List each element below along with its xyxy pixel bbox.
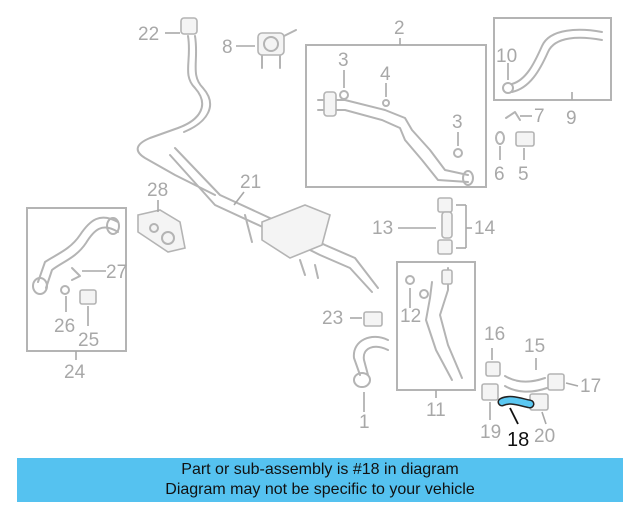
callout-17: 17 [580, 376, 601, 397]
callout-7: 7 [534, 106, 545, 127]
callout-8: 8 [222, 37, 233, 58]
callout-24: 24 [64, 362, 86, 383]
callout-10: 10 [496, 46, 517, 67]
parts-13-14 [437, 197, 453, 255]
part-8-valve [257, 29, 297, 69]
callout-2: 2 [394, 18, 405, 39]
callout-22: 22 [138, 24, 159, 45]
callout-12: 12 [400, 306, 421, 327]
callout-23: 23 [322, 308, 343, 329]
part-info-banner: Part or sub-assembly is #18 in diagram D… [17, 458, 623, 502]
banner-line-2: Diagram may not be specific to your vehi… [165, 481, 475, 498]
callout-1: 1 [359, 412, 370, 433]
parts-5-6-7 [495, 111, 535, 147]
part-21-pipe [169, 147, 379, 293]
part-22-hose [136, 17, 216, 196]
leader-lines [65, 32, 579, 425]
callout-28: 28 [147, 180, 168, 201]
callout-13: 13 [372, 218, 393, 239]
part-2-pipe [317, 90, 474, 186]
group-box-2 [305, 44, 487, 188]
callout-18: 18 [507, 429, 529, 451]
callout-5: 5 [518, 164, 529, 185]
callout-25: 25 [78, 330, 99, 351]
parts-15-20 [481, 361, 565, 411]
callout-15: 15 [524, 336, 545, 357]
callout-21: 21 [240, 172, 261, 193]
group-box-9 [493, 17, 612, 101]
callout-19: 19 [480, 422, 501, 443]
callout-3-top: 3 [338, 50, 349, 71]
callout-27: 27 [106, 262, 127, 283]
callout-26: 26 [54, 316, 75, 337]
part-18-highlighted-hose [497, 395, 535, 409]
callout-11: 11 [426, 400, 446, 421]
callout-14: 14 [474, 218, 496, 239]
part-23-connector [363, 311, 383, 327]
callout-16: 16 [484, 324, 505, 345]
callout-9: 9 [566, 108, 577, 129]
banner-line-1: Part or sub-assembly is #18 in diagram [181, 461, 459, 478]
callout-3-bottom: 3 [452, 112, 463, 133]
callout-4: 4 [380, 64, 391, 85]
callout-20: 20 [534, 426, 555, 447]
part-11-pipe [405, 267, 463, 381]
part-24-hose [32, 216, 120, 305]
part-28-pump [137, 209, 186, 253]
part-9-pipe [502, 28, 603, 94]
callout-6: 6 [494, 164, 505, 185]
callout-labels: 22 8 2 3 4 3 10 9 7 6 5 21 28 13 14 27 1… [54, 18, 601, 451]
part-1-hose [352, 335, 389, 388]
